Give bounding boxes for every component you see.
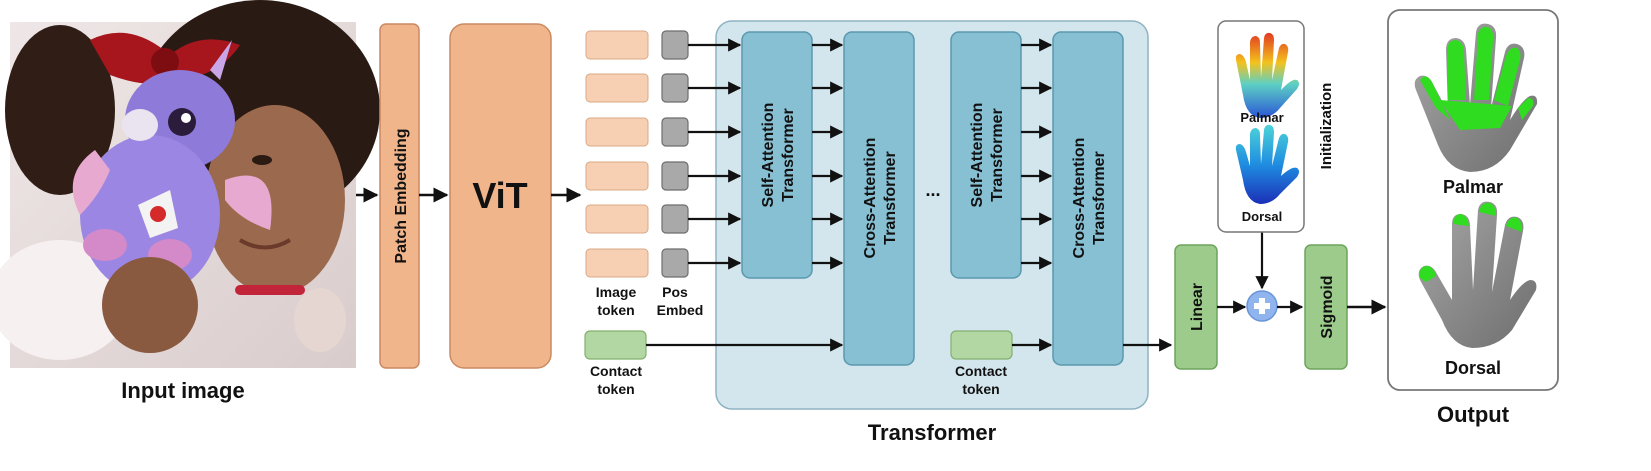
self-attention-2-line1: Self-Attention [969,103,986,208]
pos-embed-4 [661,161,689,191]
sigmoid-label: Sigmoid [1319,275,1336,338]
contact-token-1 [584,330,647,360]
plus-circle-icon [1246,290,1278,322]
contact-token-2 [950,330,1013,360]
pos-embed-line1: Pos [662,284,688,300]
cross-attention-block-2 [1052,31,1124,366]
cross-attention-block-1 [843,31,915,366]
transformer-panel [715,20,1149,410]
pos-embed-2 [661,73,689,103]
image-token-4 [585,161,649,191]
self-attention-1-line1: Self-Attention [760,103,777,208]
self-attention-2-line2: Transformer [989,108,1006,201]
inner-arrows [812,38,1053,270]
image-token-line1: Image [596,284,637,300]
contact-token-1-line2: token [597,381,634,397]
token-rows [585,30,742,278]
patch-embedding-label: Patch Embedding [393,128,410,263]
cross-attention-2-line2: Transformer [1091,151,1108,244]
linear-label: Linear [1189,283,1206,331]
image-token-1 [585,30,649,60]
pos-embed-line2: Embed [657,302,704,318]
image-token-2 [585,73,649,103]
image-token-3 [585,117,649,147]
dorsal-heatmap-hand [1235,124,1299,204]
init-dorsal-label: Dorsal [1242,209,1282,224]
image-token-line2: token [597,302,634,318]
cross-attention-1-line1: Cross-Attention [862,138,879,259]
image-token-6 [585,248,649,278]
contact-token-2-line1: Contact [955,363,1007,379]
initialization-label: Initialization [1318,83,1335,170]
init-palmar-label: Palmar [1240,110,1283,125]
vit-label: ViT [472,175,527,216]
contact-token-1-line1: Contact [590,363,642,379]
output-dorsal-hand [1418,201,1537,348]
self-attention-block-2 [950,31,1022,279]
output-dorsal-label: Dorsal [1445,358,1501,378]
pos-embed-5 [661,204,689,234]
input-image-label: Input image [121,378,244,403]
output-label: Output [1437,402,1510,427]
input-image [0,0,380,368]
output-palmar-hand [1414,23,1538,172]
output-palmar-label: Palmar [1443,177,1503,197]
transformer-label: Transformer [868,420,997,445]
contact-token-2-line2: token [962,381,999,397]
pos-embed-6 [661,248,689,278]
image-token-5 [585,204,649,234]
self-attention-block-1 [741,31,813,279]
cross-attention-2-line1: Cross-Attention [1071,138,1088,259]
palmar-heatmap-hand [1235,32,1299,118]
self-attention-1-line2: Transformer [780,108,797,201]
pos-embed-3 [661,117,689,147]
cross-attention-1-line2: Transformer [882,151,899,244]
ellipsis: ... [925,180,940,200]
pos-embed-1 [661,30,689,60]
